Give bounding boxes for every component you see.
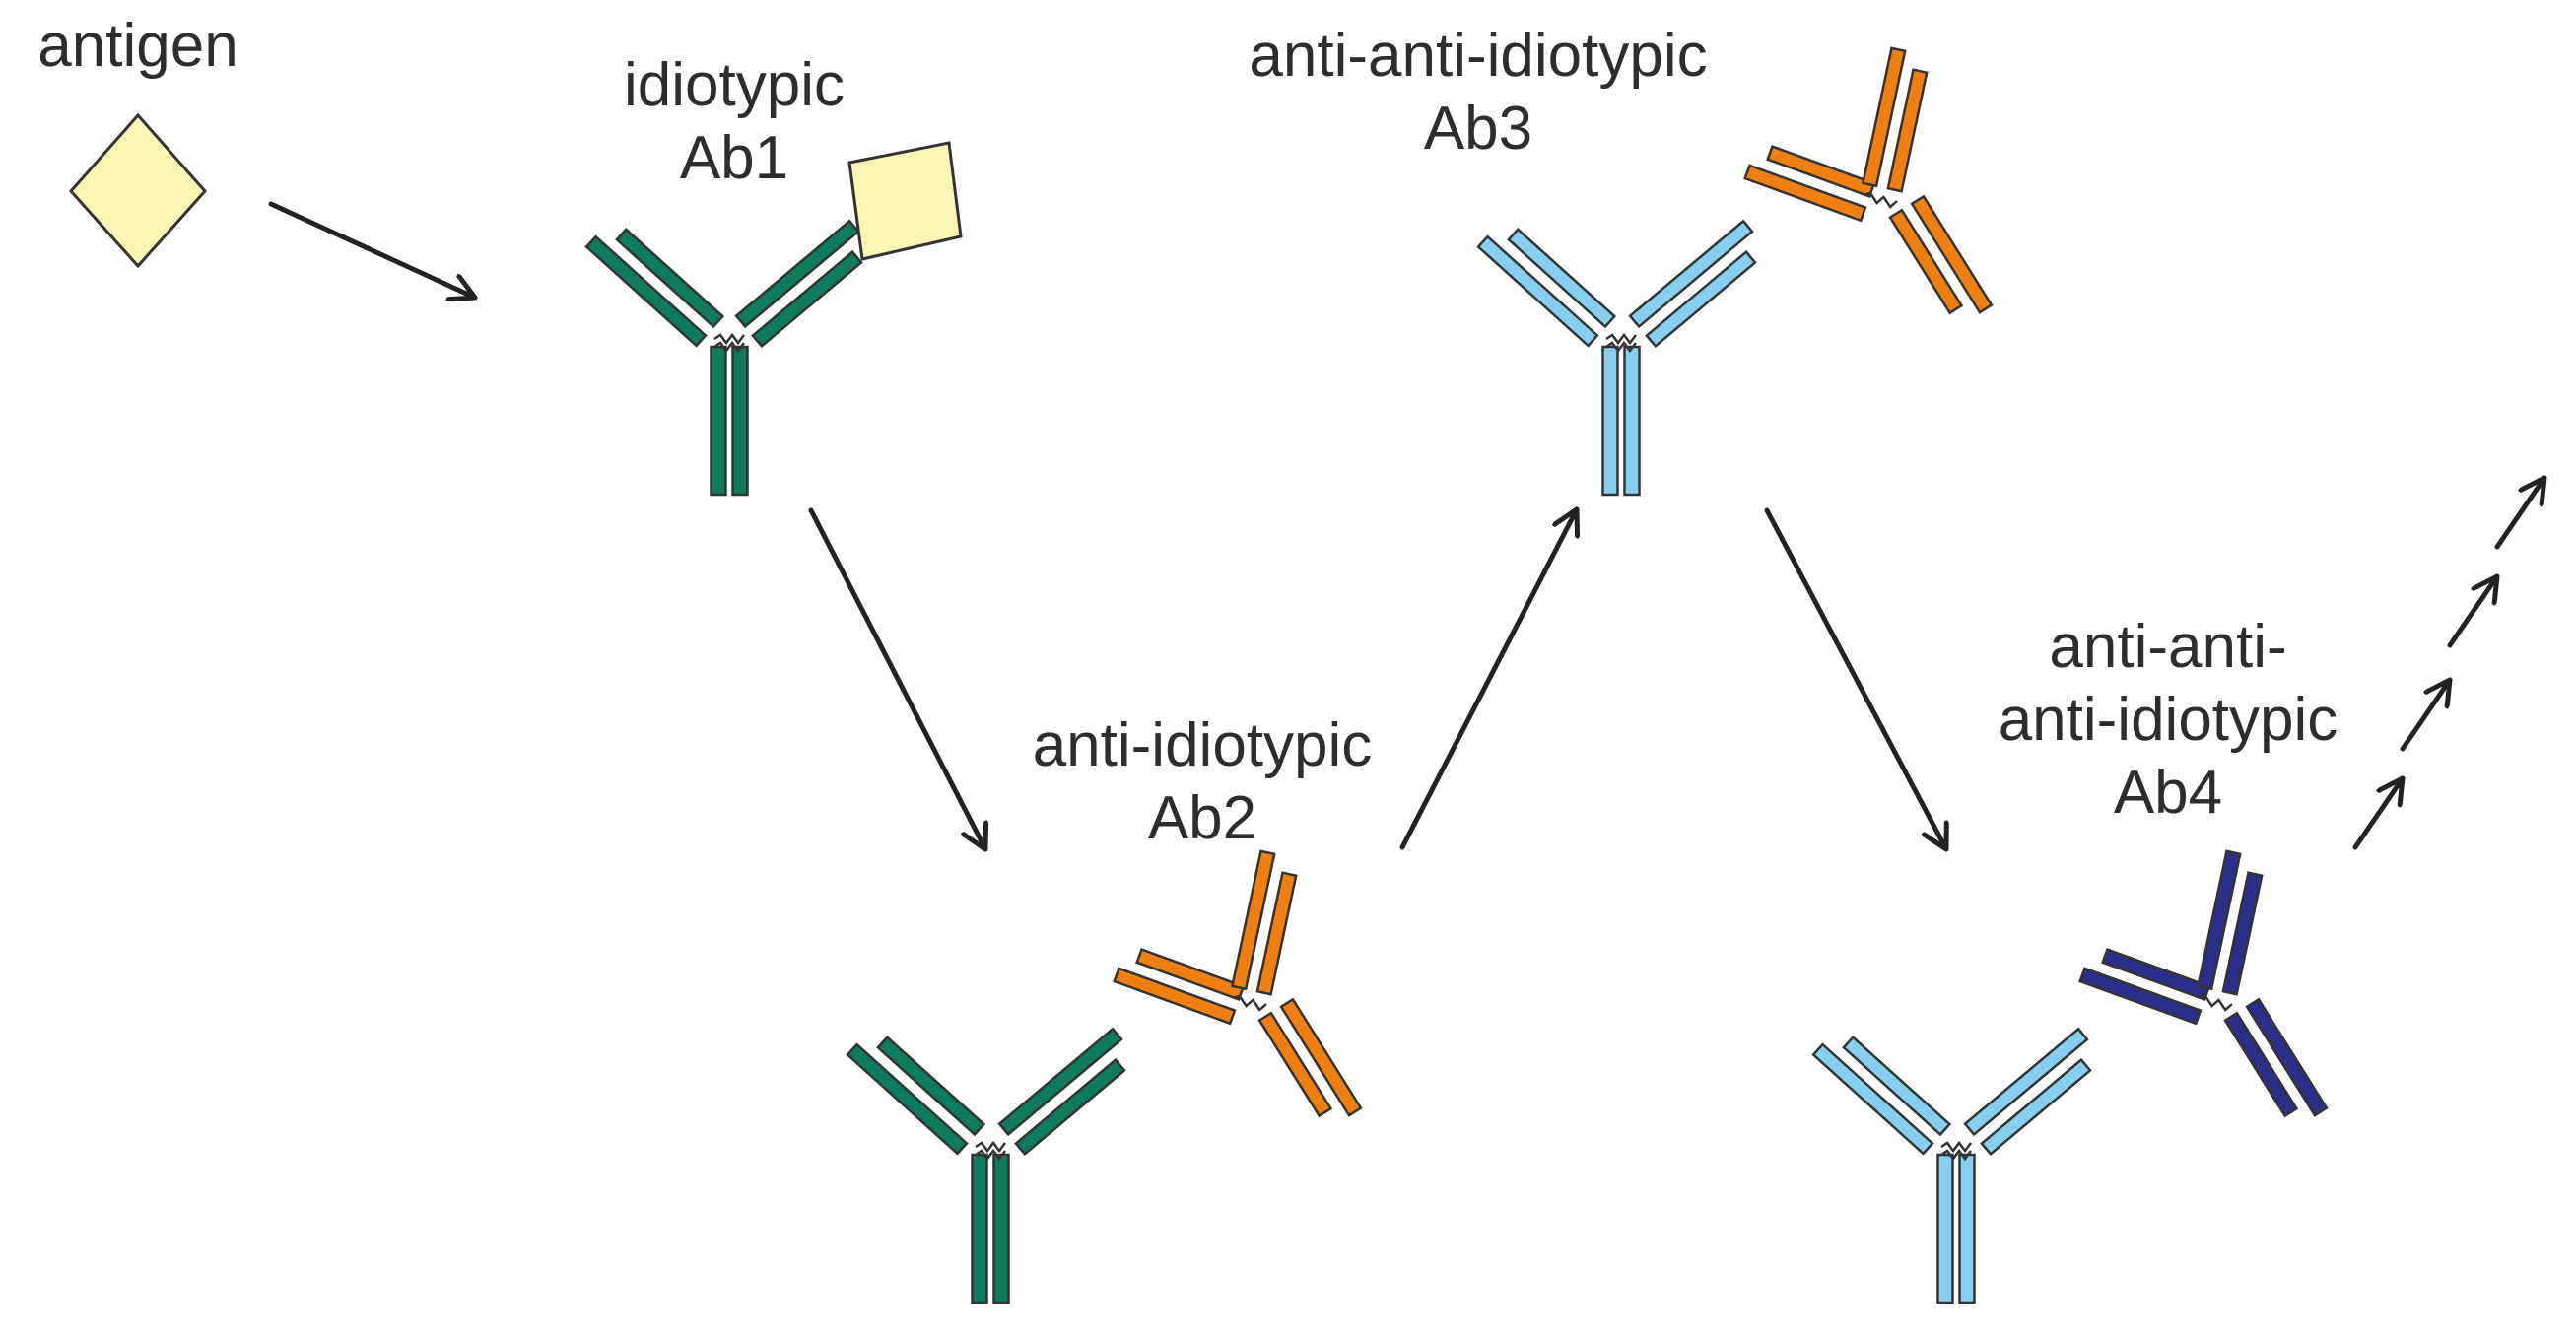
ab4-navy-arm-upper-chain-a	[2196, 849, 2242, 991]
ab2-orange-arm-lower-chain-b	[1135, 947, 1246, 1002]
ab4-antibody	[1811, 849, 2329, 1304]
antigen-label-text: antigen	[37, 12, 238, 80]
ab2-label: anti-idiotypic Ab2	[956, 709, 1449, 855]
ab2-right-arm-chain-a	[997, 1027, 1123, 1137]
ab4-navy-arm-right-chain-b	[2223, 1011, 2299, 1118]
ab4-label-line3: Ab4	[2113, 759, 2223, 827]
antigen-label: antigen	[10, 10, 266, 83]
ab4-navy-hinge	[2198, 994, 2233, 1012]
ab4-right-arm-chain-b	[1980, 1057, 2092, 1157]
ab3-antibody-stem-left	[1601, 345, 1619, 497]
ab3-orange-hinge	[1863, 191, 1898, 209]
ab2-orange-arm-upper-chain-b	[1255, 871, 1298, 996]
ab2-orange-arm-lower-chain-a	[1113, 967, 1237, 1026]
ab1-left-arm-chain-b	[615, 228, 725, 329]
ab1-label: idiotypic Ab1	[512, 49, 956, 195]
ab2-label-line2: Ab2	[1147, 784, 1257, 852]
ab4-right-arm-chain-a	[1963, 1027, 2089, 1137]
ab3-antibody	[1476, 46, 1994, 497]
ab4-left-arm-chain-b	[1842, 1036, 1952, 1137]
ab2-left-arm-chain-b	[876, 1036, 986, 1137]
antigen-diamond	[68, 112, 208, 269]
ab2-antibody-stem-right	[992, 1153, 1010, 1304]
ab4-label-line1: anti-anti-	[2049, 613, 2287, 681]
ab3-orange-arm-lower-chain-b	[1766, 144, 1876, 199]
ab1-antibody	[584, 141, 963, 497]
arrow-continue-3	[2447, 573, 2500, 648]
ab3-left-arm-chain-b	[1507, 228, 1617, 329]
ab4-navy-arm-lower-chain-b	[2101, 947, 2211, 1002]
ab2-antibody-stem-left	[971, 1153, 988, 1304]
ab1-left-arm-chain-a	[584, 234, 708, 348]
ab2-antibody-hinge-2	[975, 1148, 1006, 1162]
ab1-antibody-stem-right	[731, 345, 749, 497]
ab3-antibody-stem-right	[1623, 345, 1641, 497]
ab3-label-line1: anti-anti-idiotypic	[1249, 22, 1708, 90]
ab1-antibody-stem-left	[710, 345, 727, 497]
ab3-orange-arm-right-chain-b	[1888, 208, 1964, 315]
ab2-left-arm-chain-a	[846, 1042, 969, 1156]
ab3-right-arm-chain-a	[1628, 219, 1754, 329]
ab4-left-arm-chain-a	[1811, 1042, 1934, 1156]
ab1-label-line2: Ab1	[679, 124, 789, 192]
ab2-antibody	[846, 849, 1363, 1304]
ab3-orange-arm-upper-chain-b	[1886, 68, 1929, 193]
ab1-right-arm-chain-b	[751, 249, 863, 349]
ab4-label: anti-anti- anti-idiotypic Ab4	[1902, 611, 2434, 830]
ab2-orange-arm-right-chain-a	[1279, 997, 1363, 1117]
ab4-antibody-stem-left	[1936, 1153, 1954, 1304]
ab2-orange-arm-right-chain-b	[1257, 1011, 1333, 1118]
ab1-label-line1: idiotypic	[624, 51, 845, 119]
ab2-antibody-hinge	[975, 1140, 1006, 1154]
arrow-continue-4	[2494, 475, 2547, 550]
ab4-antibody-hinge-2	[1940, 1148, 1972, 1162]
ab4-antibody-hinge	[1940, 1140, 1972, 1154]
arrow-ab2-to-ab3	[1399, 506, 1577, 850]
ab3-orange-arm-right-chain-a	[1910, 194, 1994, 314]
ab4-antibody-stem-right	[1958, 1153, 1976, 1304]
ab3-antibody-hinge-2	[1605, 340, 1637, 354]
ab4-navy-arm-lower-chain-a	[2078, 967, 2203, 1026]
arrow-continue-1	[2352, 775, 2406, 850]
ab4-label-line2: anti-idiotypic	[1998, 686, 2339, 754]
ab1-antibody-hinge	[713, 332, 745, 346]
arrow-antigen-to-ab1	[268, 201, 478, 298]
ab4-navy-arm-upper-chain-b	[2221, 871, 2264, 996]
ab3-label: anti-anti-idiotypic Ab3	[1163, 20, 1794, 166]
ab2-right-arm-chain-b	[1014, 1057, 1126, 1157]
ab3-antibody-hinge	[1605, 332, 1637, 346]
arrow-continue-2	[2400, 677, 2453, 752]
ab2-orange-hinge	[1232, 994, 1267, 1012]
ab3-orange-arm-lower-chain-a	[1743, 164, 1867, 223]
arrow-ab3-to-ab4	[1764, 507, 1946, 852]
ab4-navy-arm-right-chain-a	[2245, 997, 2329, 1117]
ab1-right-arm-chain-a	[734, 219, 860, 329]
ab3-orange-arm-upper-chain-a	[1861, 46, 1907, 188]
ab3-left-arm-chain-a	[1476, 234, 1599, 348]
ab2-label-line1: anti-idiotypic	[1032, 711, 1373, 779]
ab2-orange-arm-upper-chain-a	[1230, 849, 1276, 991]
arrow-ab1-to-ab2	[808, 507, 985, 852]
bound-antigen-square	[847, 141, 963, 261]
ab3-label-line2: Ab3	[1423, 95, 1533, 163]
ab3-right-arm-chain-b	[1645, 249, 1757, 349]
ab1-antibody-hinge-2	[713, 340, 745, 354]
